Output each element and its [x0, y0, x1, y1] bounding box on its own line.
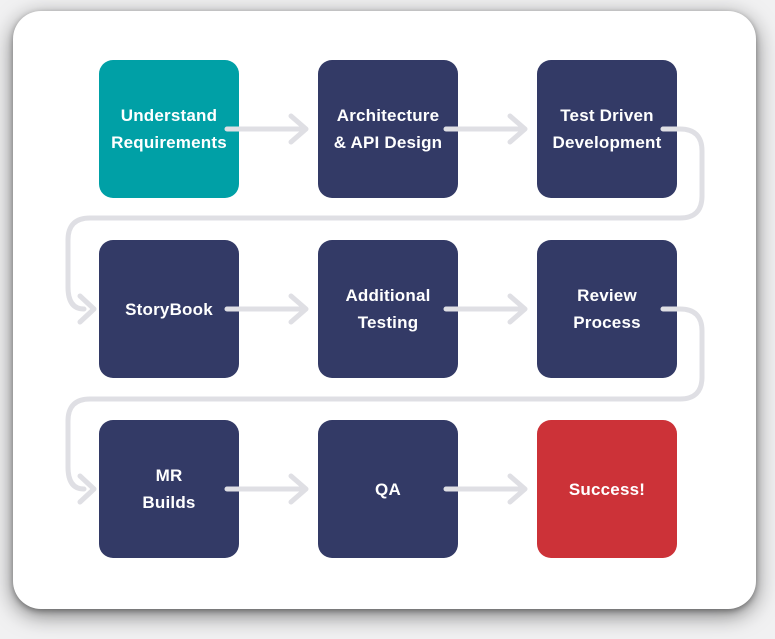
- node-label: Test Driven Development: [552, 106, 662, 152]
- node-storybook: StoryBook: [99, 240, 239, 378]
- node-review-process: Review Process: [537, 240, 677, 378]
- node-mr-builds: MR Builds: [99, 420, 239, 558]
- node-label: Understand Requirements: [111, 106, 227, 152]
- node-success: Success!: [537, 420, 677, 558]
- node-label: QA: [375, 479, 401, 499]
- node-test-driven-development: Test Driven Development: [537, 60, 677, 198]
- node-qa: QA: [318, 420, 458, 558]
- node-label: Success!: [568, 479, 646, 499]
- node-label: StoryBook: [125, 299, 213, 319]
- node-label: Review Process: [573, 286, 641, 332]
- node-additional-testing: Additional Testing: [318, 240, 458, 378]
- node-architecture-api-design: Architecture & API Design: [318, 60, 458, 198]
- node-label: Additional Testing: [345, 286, 431, 332]
- node-label: Architecture & API Design: [333, 106, 443, 152]
- node-label: MR Builds: [142, 466, 196, 512]
- node-understand-requirements: Understand Requirements: [99, 60, 239, 198]
